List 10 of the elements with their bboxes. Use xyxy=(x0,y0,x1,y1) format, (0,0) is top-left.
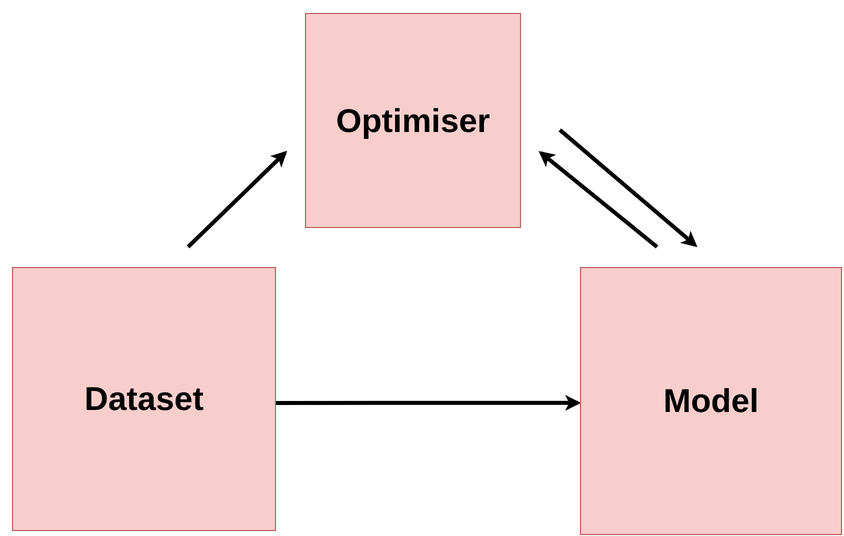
arrow xyxy=(276,394,582,411)
box-label: Optimiser xyxy=(336,102,490,140)
arrow xyxy=(538,150,658,248)
process-box xyxy=(305,13,521,228)
arrow xyxy=(558,128,698,248)
box-label: Dataset xyxy=(84,380,204,418)
process-box xyxy=(580,267,842,535)
box-label: Model xyxy=(663,382,759,420)
process-box xyxy=(12,267,276,531)
arrow xyxy=(186,150,288,248)
